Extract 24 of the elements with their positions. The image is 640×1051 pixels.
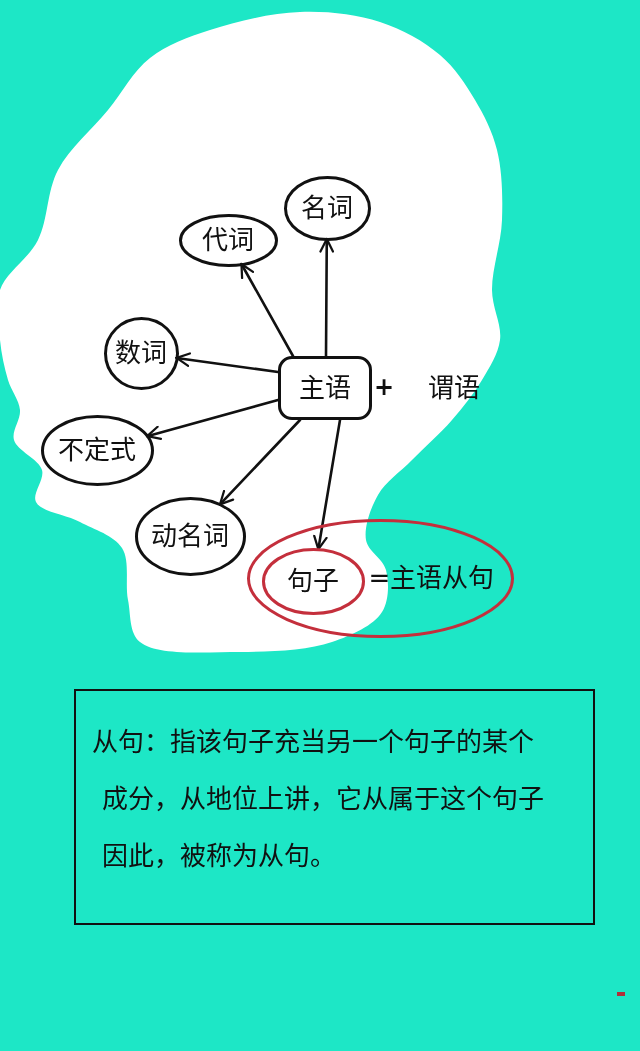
- term-text: 句子: [287, 566, 339, 596]
- term-text: 数词: [115, 338, 167, 368]
- term-text: 名词: [301, 193, 353, 223]
- arrow: [313, 418, 342, 551]
- arrow: [175, 352, 280, 374]
- term-text: 代词: [202, 225, 254, 255]
- term-text: 不定式: [58, 435, 136, 465]
- term-text: 谓语: [428, 374, 480, 403]
- plus-sign: +: [374, 374, 395, 401]
- sentence-ellipse: [261, 547, 365, 615]
- term-ellipse: [178, 213, 278, 267]
- term-ellipse: [134, 496, 246, 576]
- term-ellipse: [40, 414, 154, 486]
- clause-ellipse: [246, 518, 514, 638]
- definition-text: 从句：指该句子充当另一个句子的某个成分，从地位上讲，它从属于这个句子因此，被称为从句。: [92, 726, 545, 873]
- term-text: 动名词: [151, 521, 229, 551]
- definition-box: [74, 689, 595, 925]
- subject-box: [278, 356, 372, 420]
- equation-text: =主语从句: [368, 563, 495, 593]
- arrow: [218, 418, 302, 506]
- arrow: [145, 398, 280, 440]
- term-ellipse: [283, 175, 371, 241]
- term-text: 主语: [299, 373, 351, 403]
- term-ellipse: [103, 316, 179, 390]
